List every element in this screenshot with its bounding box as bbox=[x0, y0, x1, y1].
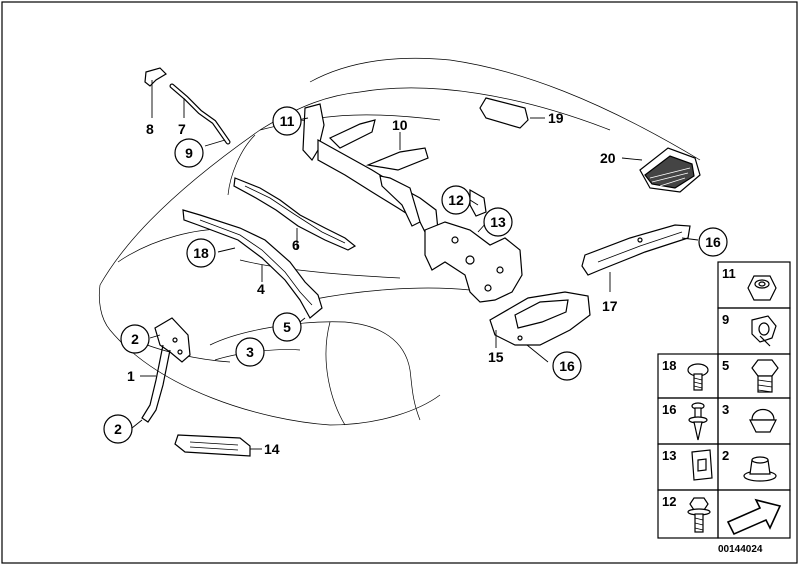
callout-16b: 16 bbox=[559, 358, 575, 374]
legend-label-13: 13 bbox=[662, 448, 676, 463]
part-20-grille bbox=[639, 147, 701, 193]
legend-label-9: 9 bbox=[722, 312, 729, 327]
callout-1: 1 bbox=[127, 368, 135, 384]
legend-label-11: 11 bbox=[722, 266, 736, 281]
callout-circle-2a bbox=[120, 324, 150, 354]
callout-12: 12 bbox=[448, 192, 464, 208]
callout-6: 6 bbox=[292, 237, 300, 253]
spring-clip-icon bbox=[691, 449, 713, 481]
part-7-hose-core bbox=[170, 84, 230, 144]
callout-2a: 2 bbox=[131, 331, 139, 347]
leader-lines bbox=[131, 80, 699, 450]
callout-14: 14 bbox=[264, 441, 280, 457]
hex-nut-icon bbox=[747, 275, 777, 301]
pointer-arrow-icon bbox=[726, 498, 782, 536]
callout-circle-16a bbox=[698, 227, 728, 257]
flange-nut-icon bbox=[743, 456, 777, 482]
callout-15: 15 bbox=[488, 349, 504, 365]
callout-16a: 16 bbox=[705, 234, 721, 250]
plain-callouts: 8 7 10 19 20 6 4 1 14 15 17 bbox=[127, 110, 618, 457]
part-19-cover-cap bbox=[479, 97, 529, 129]
car-body-outline bbox=[98, 57, 701, 426]
part-6-support-strip bbox=[233, 177, 357, 251]
callout-11: 11 bbox=[280, 113, 295, 129]
callout-circle-13 bbox=[483, 207, 513, 237]
callout-19: 19 bbox=[548, 110, 564, 126]
expanding-rivet-icon bbox=[688, 402, 708, 441]
callout-circle-11 bbox=[272, 106, 302, 136]
callout-circle-5 bbox=[272, 312, 302, 342]
callout-9: 9 bbox=[185, 145, 193, 161]
part-1-bracket-rod bbox=[141, 317, 191, 423]
cap-nut-icon bbox=[749, 408, 777, 433]
callout-circle-18 bbox=[186, 238, 216, 268]
part-8-hose-end bbox=[144, 67, 167, 87]
callout-circle-3 bbox=[235, 337, 265, 367]
part-10-crossmember bbox=[302, 103, 523, 303]
callout-circle-12 bbox=[441, 185, 471, 215]
callout-17: 17 bbox=[602, 298, 618, 314]
circled-callouts bbox=[103, 106, 728, 444]
callout-18: 18 bbox=[193, 245, 209, 261]
part-15-lower-bracket bbox=[489, 291, 591, 346]
callout-3: 3 bbox=[246, 344, 254, 360]
legend-label-3: 3 bbox=[722, 402, 729, 417]
callout-circle-16b bbox=[552, 351, 582, 381]
fastener-legend-labels: 11 9 18 5 16 3 13 2 12 bbox=[662, 266, 736, 509]
part-14-strip bbox=[174, 434, 251, 457]
callout-8: 8 bbox=[146, 121, 154, 137]
round-head-screw-icon bbox=[687, 363, 709, 391]
legend-label-18: 18 bbox=[662, 358, 676, 373]
callout-2b: 2 bbox=[114, 421, 122, 437]
legend-label-12: 12 bbox=[662, 494, 676, 509]
legend-label-2: 2 bbox=[722, 448, 729, 463]
reference-number: 00144024 bbox=[718, 544, 763, 555]
callout-circle-9 bbox=[174, 138, 204, 168]
callout-7: 7 bbox=[178, 121, 186, 137]
callout-4: 4 bbox=[257, 281, 265, 297]
clip-icon bbox=[751, 315, 777, 347]
callout-10: 10 bbox=[392, 117, 408, 133]
hex-bolt-icon bbox=[751, 359, 779, 393]
legend-label-5: 5 bbox=[722, 358, 729, 373]
callout-20: 20 bbox=[600, 150, 616, 166]
part-17-long-bracket bbox=[581, 224, 691, 276]
flange-bolt-icon bbox=[687, 497, 711, 533]
legend-label-16: 16 bbox=[662, 402, 676, 417]
legend-cell-arrow bbox=[717, 489, 791, 539]
part-4-support-strip bbox=[182, 209, 323, 319]
callout-13: 13 bbox=[490, 214, 506, 230]
circled-callout-labels: 11 9 12 13 16 18 5 2 3 2 16 bbox=[114, 113, 721, 437]
callout-5: 5 bbox=[283, 319, 291, 335]
fastener-legend bbox=[657, 261, 791, 539]
callout-circle-2b bbox=[103, 414, 133, 444]
